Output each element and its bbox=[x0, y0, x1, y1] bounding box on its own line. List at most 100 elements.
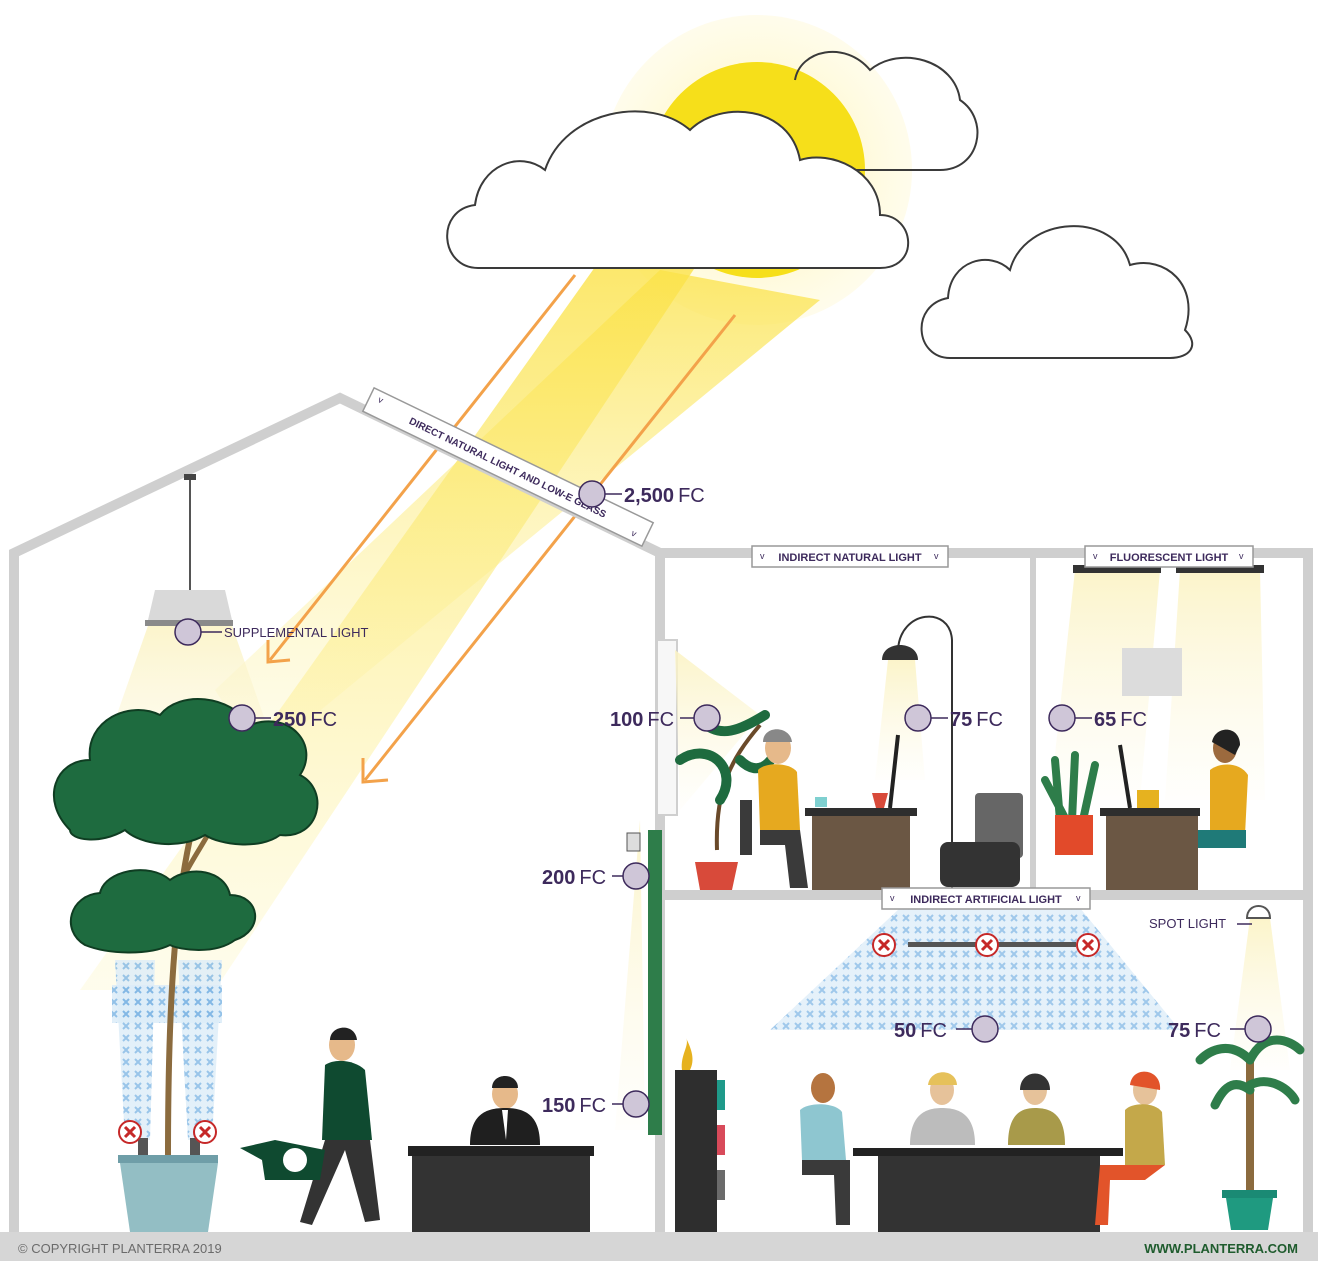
badge-chevron: v bbox=[1076, 893, 1081, 903]
unit: FC bbox=[678, 485, 705, 507]
badge-indirect-artificial-light: v v INDIRECT ARTIFICIAL LIGHT bbox=[881, 887, 1091, 910]
badge-indirect-natural-light: v v INDIRECT NATURAL LIGHT bbox=[751, 545, 949, 568]
light-meter-icon bbox=[1048, 704, 1076, 732]
seated-woman bbox=[1198, 729, 1248, 848]
label-spot: SPOT LIGHT bbox=[1149, 916, 1226, 931]
light-meter-icon bbox=[1244, 1015, 1272, 1043]
unit: FC bbox=[579, 867, 606, 889]
unit: FC bbox=[1120, 709, 1147, 731]
cloud-icon bbox=[446, 110, 910, 269]
unit: FC bbox=[920, 1020, 947, 1042]
cloud-icon bbox=[794, 51, 979, 171]
cloud-icon bbox=[920, 225, 1194, 359]
unit: FC bbox=[647, 709, 674, 731]
blocked-x-icon bbox=[872, 933, 896, 957]
badge-chevron: v bbox=[760, 551, 765, 561]
unit: FC bbox=[1194, 1020, 1221, 1042]
green-wall bbox=[626, 830, 662, 1135]
desk-person bbox=[408, 1076, 594, 1232]
light-meter-icon bbox=[971, 1015, 999, 1043]
cabinet bbox=[675, 1038, 725, 1232]
person-watering bbox=[240, 1027, 380, 1225]
value: 65 bbox=[1094, 709, 1116, 731]
blocked-x-icon bbox=[193, 1120, 217, 1144]
badge-chevron: v bbox=[377, 394, 386, 405]
floor bbox=[0, 1232, 1318, 1261]
value: 250 bbox=[273, 709, 306, 731]
label-indirect-artificial: INDIRECT ARTIFICIAL LIGHT bbox=[910, 894, 1062, 906]
blocked-x-icon bbox=[975, 933, 999, 957]
value: 150 bbox=[542, 1095, 575, 1117]
corner-plant bbox=[1195, 1035, 1305, 1230]
planter bbox=[112, 960, 222, 1232]
light-meter-icon bbox=[174, 618, 222, 646]
value: 100 bbox=[610, 709, 643, 731]
fluorescent-cone bbox=[1165, 570, 1265, 800]
badge-chevron: v bbox=[1239, 551, 1244, 561]
seated-man bbox=[740, 729, 808, 888]
value: 75 bbox=[950, 709, 972, 731]
desk-lamp-cone bbox=[875, 660, 925, 780]
desk-lamp-icon bbox=[882, 615, 953, 890]
light-meter-icon bbox=[578, 480, 606, 508]
blocked-x-icon bbox=[1076, 933, 1100, 957]
value: 200 bbox=[542, 867, 575, 889]
light-meter-icon bbox=[228, 704, 256, 732]
watering-can-icon bbox=[283, 1148, 307, 1172]
indirect-artificial-glow bbox=[770, 908, 1180, 1030]
window bbox=[656, 639, 678, 816]
label-fluorescent: FLUORESCENT LIGHT bbox=[1110, 552, 1229, 564]
desk-upper-left bbox=[805, 734, 917, 890]
light-meter-icon bbox=[622, 862, 650, 890]
badge-chevron: v bbox=[630, 528, 639, 539]
badge-fluorescent-light: v v FLUORESCENT LIGHT bbox=[1084, 545, 1254, 568]
ceiling-lamp-icon bbox=[145, 474, 233, 626]
label-supplemental: SUPPLEMENTAL LIGHT bbox=[224, 625, 369, 640]
unit: FC bbox=[310, 709, 337, 731]
value: 2,500 bbox=[624, 485, 674, 507]
unit: FC bbox=[579, 1095, 606, 1117]
snake-plant bbox=[1041, 751, 1099, 855]
meeting-group bbox=[800, 1071, 1165, 1232]
light-meter-icon bbox=[904, 704, 932, 732]
light-meter-icon bbox=[622, 1090, 650, 1118]
spot-light-icon bbox=[1245, 905, 1272, 919]
label-indirect-natural: INDIRECT NATURAL LIGHT bbox=[778, 552, 921, 564]
badge-chevron: v bbox=[1093, 551, 1098, 561]
footer-copyright: © COPYRIGHT PLANTERRA 2019 bbox=[18, 1241, 222, 1256]
fluorescent-fixture bbox=[1073, 565, 1264, 573]
value: 50 bbox=[894, 1020, 916, 1042]
unit: FC bbox=[976, 709, 1003, 731]
desk-upper-right bbox=[1100, 648, 1200, 890]
light-meter-icon bbox=[693, 704, 721, 732]
wall-plant-light bbox=[615, 820, 645, 1130]
value: 75 bbox=[1168, 1020, 1190, 1042]
badge-chevron: v bbox=[890, 893, 895, 903]
badge-chevron: v bbox=[934, 551, 939, 561]
fluorescent-cone bbox=[1050, 570, 1160, 800]
armchair bbox=[940, 793, 1023, 887]
footer-url[interactable]: WWW.PLANTERRA.COM bbox=[1144, 1241, 1298, 1256]
blocked-x-icon bbox=[118, 1120, 142, 1144]
tree bbox=[52, 698, 319, 1156]
